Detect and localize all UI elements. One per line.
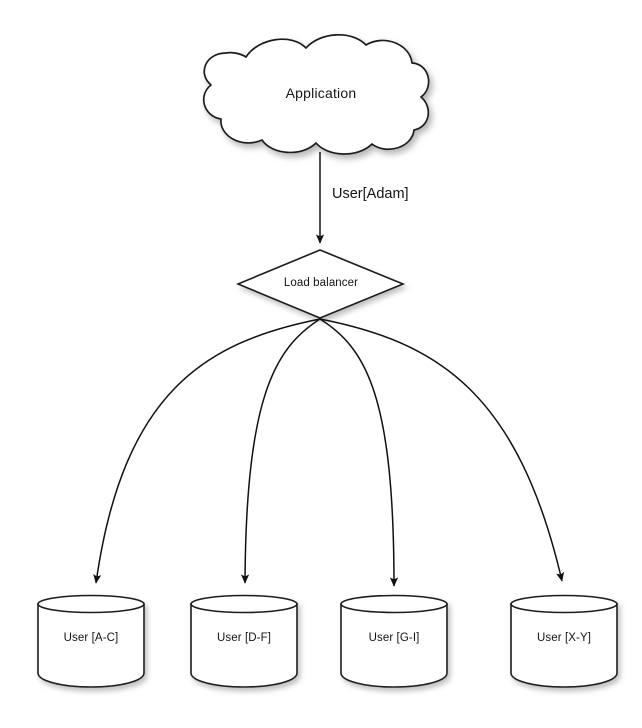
node-database-1[interactable] [37, 594, 145, 688]
edge-load-balancer-to-db-2[interactable] [240, 318, 321, 584]
edge-curve [93, 318, 321, 584]
cloud-shape [202, 33, 430, 155]
cylinder-body [340, 603, 448, 688]
node-database-3[interactable] [340, 594, 448, 688]
cylinder-top [510, 594, 618, 614]
diamond-shape [235, 249, 406, 319]
edge-curve [319, 318, 399, 587]
cylinder-top [190, 594, 298, 614]
node-database-4[interactable] [510, 594, 618, 688]
edge-load-balancer-to-db-4[interactable] [319, 318, 565, 582]
edge-load-balancer-to-db-3[interactable] [319, 318, 399, 587]
cylinder-body [37, 603, 145, 688]
edge-curve [240, 318, 321, 584]
edge-load-balancer-to-db-1[interactable] [93, 318, 321, 584]
node-load-balancer[interactable] [235, 249, 406, 319]
cylinder-body [190, 603, 298, 688]
edge-curve [319, 318, 565, 582]
cylinder-top [340, 594, 448, 614]
cylinder-body [510, 603, 618, 688]
node-database-2[interactable] [190, 594, 298, 688]
node-application[interactable] [202, 33, 430, 155]
cylinder-top [37, 594, 145, 614]
